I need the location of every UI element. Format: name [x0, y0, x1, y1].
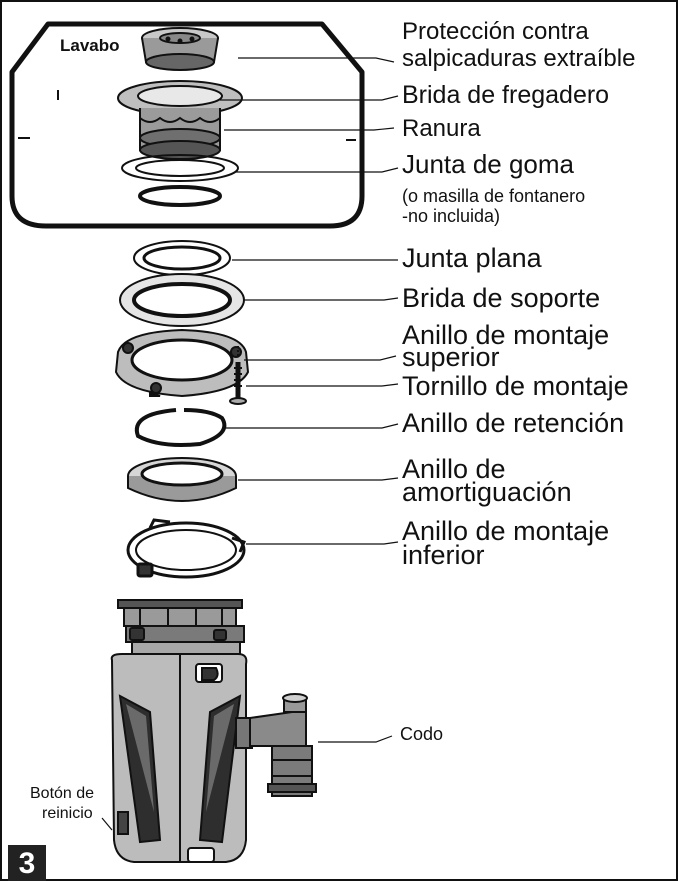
cushion-ring-part [127, 457, 237, 502]
lower-ring-label-line2: inferior [402, 540, 485, 570]
retaining-ring-label: Anillo de retención [402, 408, 625, 438]
upper-mounting-ring-part [114, 328, 250, 398]
rubber-gasket-part [121, 154, 239, 207]
step-number-badge: 3 [8, 845, 46, 881]
sink-basin [9, 21, 365, 229]
elbow-label: Codo [400, 724, 444, 744]
lower-mounting-ring-part [126, 518, 246, 579]
flat-gasket-label: Junta plana [402, 243, 542, 273]
mounting-screw-part [229, 346, 247, 405]
cushion-ring-label-line2: amortiguación [402, 477, 572, 507]
leader-lines [101, 57, 399, 831]
support-flange-part [119, 273, 245, 327]
mounting-screw-label: Tornillo de montaje [402, 371, 629, 401]
upper-ring-label-line2: superior [402, 342, 500, 372]
sink-flange-label: Brida de fregadero [402, 81, 610, 109]
reset-button-label-line1: Botón de [30, 785, 95, 802]
rubber-gasket-label: Junta de goma [402, 149, 575, 179]
groove-label: Ranura [402, 115, 481, 142]
upper-ring-label-line1: Anillo de montaje [402, 320, 610, 350]
rubber-gasket-note-line1: (o masilla de fontanero [402, 186, 586, 206]
splash-guard-label-line1: Protección contra [402, 18, 589, 45]
retaining-ring-part [134, 408, 227, 447]
cushion-ring-label-line1: Anillo de [402, 454, 506, 484]
sink-flange-part [117, 80, 243, 160]
splash-guard-part [141, 27, 219, 71]
flat-gasket-part [133, 240, 231, 276]
lower-ring-label-line1: Anillo de montaje [402, 516, 610, 546]
splash-guard-label-line2: salpicaduras extraíble [402, 45, 636, 72]
support-flange-label: Brida de soporte [402, 283, 601, 313]
rubber-gasket-note-line2: -no incluida) [402, 206, 501, 226]
reset-button-label-line2: reinicio [42, 805, 93, 822]
disposer-unit [110, 599, 317, 863]
sink-label: Lavabo [60, 36, 120, 55]
